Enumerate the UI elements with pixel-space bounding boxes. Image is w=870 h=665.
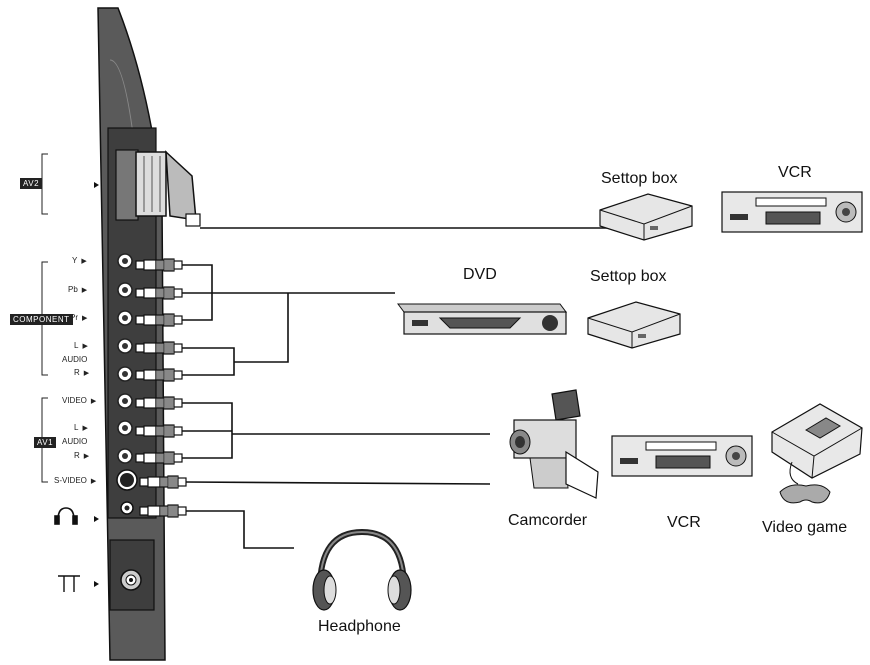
arrow-icon: ▶ <box>83 370 90 377</box>
tv-side-panel <box>97 7 166 661</box>
port-label-pb: Pb▶ <box>68 285 88 294</box>
device-label-headphone: Headphone <box>318 618 401 635</box>
av1-badge: AV1 <box>34 437 57 448</box>
port-label-av1-r: R▶ <box>74 451 90 460</box>
settop-box-icon-2 <box>587 301 681 349</box>
device-label-dvd: DVD <box>463 266 497 283</box>
vcr-icon-2 <box>611 435 753 477</box>
dvd-player-icon <box>397 303 567 335</box>
arrow-icon: ▶ <box>82 343 88 350</box>
port-label-comp-audio: AUDIO <box>62 355 88 364</box>
arrow-icon: ▶ <box>81 287 88 294</box>
arrow-icon: ▶ <box>81 258 87 265</box>
port-label-av1-l: L▶ <box>74 423 88 432</box>
device-label-video-game: Video game <box>762 519 848 536</box>
antenna-port-icon <box>58 575 80 592</box>
device-label-settop-box-2: Settop box <box>590 268 667 285</box>
arrow-icon: ▶ <box>90 478 97 485</box>
port-label-comp-r: R▶ <box>74 368 90 377</box>
device-label-vcr-1: VCR <box>778 164 812 181</box>
av2-badge: AV2 <box>20 178 43 189</box>
port-label-comp-l: L▶ <box>74 341 88 350</box>
av-jacks <box>116 253 142 591</box>
scart-plug-icon <box>115 149 201 227</box>
vcr-icon <box>721 191 863 233</box>
arrow-icon: ▶ <box>83 453 90 460</box>
cables <box>182 227 612 549</box>
port-label-av1-audio: AUDIO <box>62 437 88 446</box>
port-arrows <box>94 182 99 587</box>
game-console-icon <box>771 403 863 504</box>
arrow-icon: ▶ <box>90 398 97 405</box>
headphone-port-icon <box>54 507 78 525</box>
headphone-icon <box>312 528 412 611</box>
device-label-vcr-2: VCR <box>667 514 701 531</box>
device-label-camcorder: Camcorder <box>508 512 588 529</box>
settop-box-icon <box>599 193 693 241</box>
camcorder-icon <box>509 389 599 499</box>
port-label-pr: Pr▶ <box>70 313 88 322</box>
device-label-settop-box-1: Settop box <box>601 170 678 187</box>
arrow-icon: ▶ <box>82 315 88 322</box>
port-label-video: VIDEO▶ <box>62 396 97 405</box>
component-badge: COMPONENT <box>10 314 73 325</box>
port-label-svideo: S-VIDEO▶ <box>54 476 97 485</box>
port-label-y: Y▶ <box>72 256 87 265</box>
arrow-icon: ▶ <box>82 425 88 432</box>
